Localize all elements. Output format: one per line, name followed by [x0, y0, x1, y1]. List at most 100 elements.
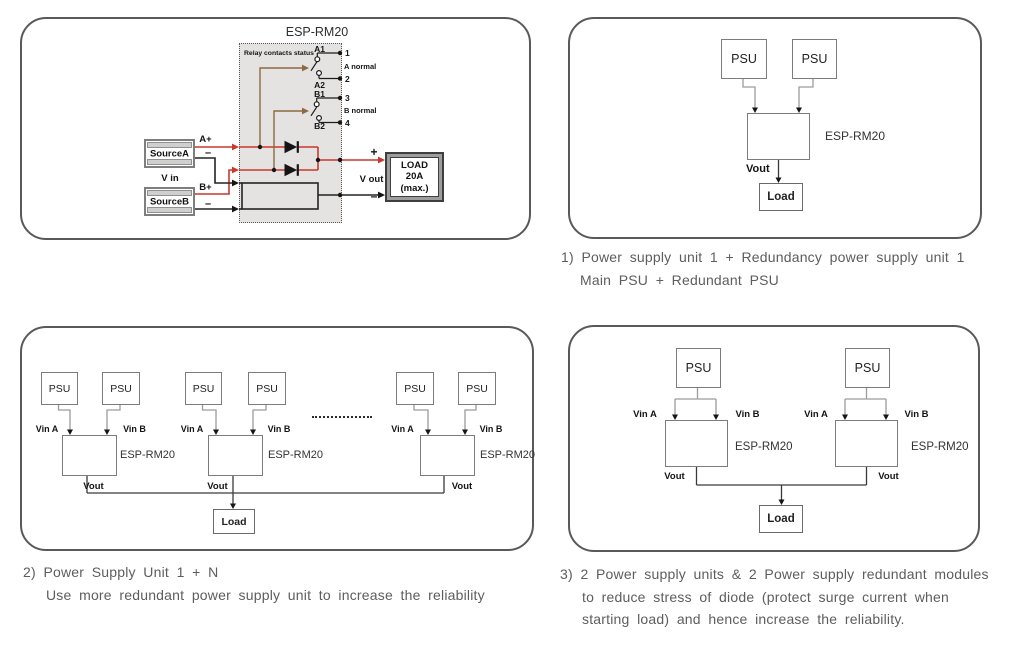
psu-label: PSU: [192, 382, 215, 395]
caption-3-line3: starting load) and hence increase the re…: [582, 611, 905, 627]
vout-label: Vout: [83, 481, 104, 492]
source-a-label: SourceA: [149, 148, 190, 159]
source-a-bottom-strip: [147, 159, 192, 165]
panel-one-plus-n: PSU PSU PSU PSU PSU PSU Vin A Vin B Vin …: [20, 326, 536, 551]
vout-label: Vout: [451, 481, 473, 492]
vout-label: Vout: [878, 471, 899, 482]
esp-rm20-module: [835, 420, 898, 467]
psu-label: PSU: [466, 382, 488, 395]
psu-label: PSU: [48, 382, 71, 395]
vin-a-label: Vin A: [804, 409, 828, 420]
a-plus-label: A+: [199, 134, 212, 145]
vin-a-label: Vin A: [35, 424, 59, 434]
load-20a-box: LOAD 20A (max.): [385, 152, 444, 202]
vin-b-label: Vin B: [735, 409, 760, 420]
esp-rm20-label: ESP-RM20: [911, 441, 969, 453]
psu-box: PSU: [248, 372, 286, 405]
esp-rm20-module: [420, 435, 475, 476]
contact-b1-label: B1: [314, 89, 325, 99]
panel1-wiring: [190, 50, 385, 213]
panel-circuit-detail: ESP-RM20 Relay contacts status A1 1 A no…: [20, 17, 531, 240]
psu-label: PSU: [801, 52, 828, 66]
vin-b-label: Vin B: [479, 424, 503, 434]
source-b-bottom-strip: [147, 207, 192, 213]
psu-box: PSU: [458, 372, 496, 405]
caption-3-line2: to reduce stress of diode (protect surge…: [582, 588, 949, 605]
vin-b-label: Vin B: [267, 424, 291, 434]
b-plus-label: B+: [199, 182, 212, 193]
caption-3-line1: 3) 2 Power supply units & 2 Power supply…: [560, 566, 989, 582]
load-box: Load: [213, 509, 255, 534]
psu-box: PSU: [676, 348, 721, 388]
esp-rm20-label: ESP-RM20: [268, 449, 324, 461]
psu-box: PSU: [41, 372, 78, 405]
caption-1-line2: Main PSU + Redundant PSU: [580, 271, 779, 288]
vout-label: Vout: [664, 471, 685, 482]
source-b-top-strip: [147, 190, 192, 196]
load-line1: LOAD: [401, 159, 428, 171]
load-label: Load: [767, 513, 795, 525]
load-line2: 20A: [405, 171, 424, 183]
source-b-box: SourceB: [144, 187, 195, 216]
relay-contacts-status-label: Relay contacts status: [244, 50, 314, 57]
v-out-label: V out: [359, 174, 384, 185]
vin-a-label: Vin A: [391, 424, 414, 434]
source-a-box: SourceA: [144, 139, 195, 168]
vin-b-label: Vin B: [904, 409, 929, 420]
load-label: Load: [767, 191, 795, 203]
vin-b-label: Vin B: [123, 424, 146, 434]
ellipsis-separator: [312, 416, 372, 418]
esp-rm20-dotted-module: [239, 43, 342, 223]
esp-rm20-module: [208, 435, 263, 476]
load-label: Load: [221, 515, 247, 528]
vout-plus-label: +: [370, 145, 378, 159]
panel-main-redundant: PSU PSU ESP-RM20 Vout Load: [568, 17, 982, 239]
esp-rm20-label: ESP-RM20: [480, 449, 536, 461]
esp-rm20-module: [62, 435, 117, 476]
caption-1: 1) Power supply unit 1 + Redundancy powe…: [561, 246, 965, 291]
caption-2: 2) Power Supply Unit 1 + N Use more redu…: [23, 561, 485, 606]
vout-label: Vout: [746, 163, 770, 175]
psu-box: PSU: [102, 372, 140, 405]
psu-box: PSU: [721, 39, 767, 79]
psu-box: PSU: [396, 372, 434, 405]
contact-a2-label: A2: [314, 79, 325, 90]
esp-rm20-module: [747, 113, 810, 160]
psu-label: PSU: [110, 382, 132, 395]
caption-1-line1: 1) Power supply unit 1 + Redundancy powe…: [561, 249, 965, 265]
contact-b2-label: B2: [314, 120, 325, 131]
load-box: Load: [759, 505, 803, 533]
psu-label: PSU: [256, 382, 278, 395]
load-box: Load: [759, 183, 803, 211]
vout-minus-label: –: [370, 189, 378, 203]
b-minus-label: –: [204, 198, 212, 210]
psu-box: PSU: [185, 372, 222, 405]
esp-rm20-module: [665, 420, 728, 467]
terminal-4-label: 4: [345, 117, 350, 128]
source-a-top-strip: [147, 142, 192, 148]
source-b-label: SourceB: [149, 196, 190, 207]
psu-box: PSU: [792, 39, 837, 79]
psu-label: PSU: [854, 361, 881, 375]
psu-box: PSU: [845, 348, 890, 388]
caption-2-line2: Use more redundant power supply unit to …: [46, 586, 485, 603]
terminal-1-label: 1: [345, 48, 350, 58]
vout-label: Vout: [207, 481, 228, 492]
psu-label: PSU: [404, 382, 426, 395]
terminal-2-label: 2: [345, 73, 350, 84]
esp-rm20-label: ESP-RM20: [825, 129, 886, 143]
vin-a-label: Vin A: [180, 424, 204, 434]
vin-a-label: Vin A: [633, 409, 657, 420]
caption-3: 3) 2 Power supply units & 2 Power supply…: [560, 563, 989, 631]
load-line3: (max.): [400, 182, 429, 194]
psu-label: PSU: [731, 52, 757, 66]
panel-two-psu-two-modules: PSU PSU Vin A Vin B Vin A Vin B ESP-RM20…: [568, 325, 980, 552]
esp-rm20-label: ESP-RM20: [120, 449, 176, 461]
caption-2-line1: 2) Power Supply Unit 1 + N: [23, 564, 219, 580]
a-minus-label: –: [204, 147, 212, 159]
v-in-label: V in: [161, 173, 179, 184]
psu-label: PSU: [685, 361, 712, 375]
module-title: ESP-RM20: [285, 25, 349, 39]
terminal-3-label: 3: [345, 93, 350, 103]
esp-rm20-label: ESP-RM20: [735, 441, 793, 453]
